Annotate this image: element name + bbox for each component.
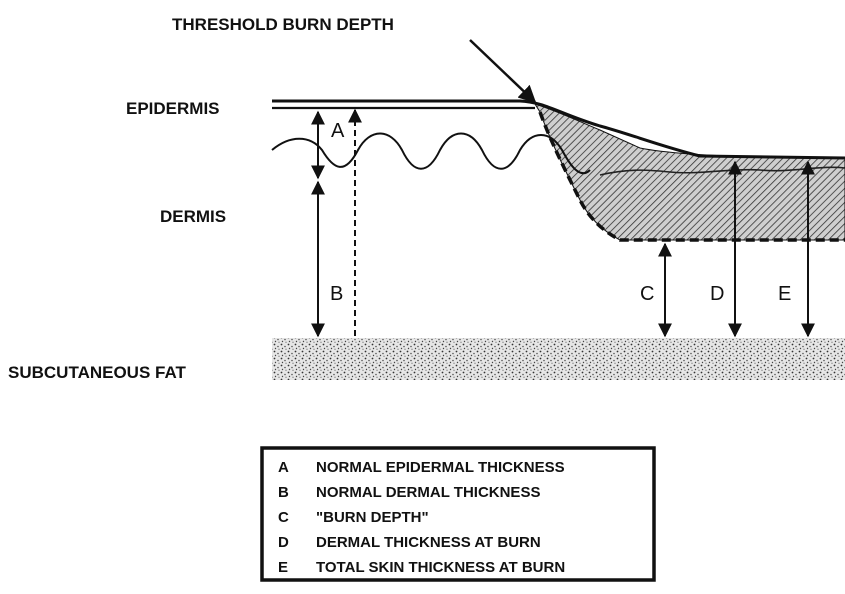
legend-key-e: E bbox=[278, 559, 288, 576]
legend-desc-d: DERMAL THICKNESS AT BURN bbox=[316, 534, 541, 551]
measure-c-letter: C bbox=[640, 283, 654, 305]
measure-d-letter: D bbox=[710, 283, 724, 305]
threshold-label: THRESHOLD BURN DEPTH bbox=[172, 15, 394, 34]
epidermis-label: EPIDERMIS bbox=[126, 99, 220, 118]
measure-e-letter: E bbox=[778, 283, 791, 305]
threshold-pointer-arrow bbox=[470, 40, 535, 102]
legend-key-b: B bbox=[278, 484, 289, 501]
legend: A NORMAL EPIDERMAL THICKNESS B NORMAL DE… bbox=[262, 448, 654, 580]
legend-key-c: C bbox=[278, 509, 289, 526]
legend-key-a: A bbox=[278, 459, 289, 476]
legend-desc-a: NORMAL EPIDERMAL THICKNESS bbox=[316, 459, 565, 476]
legend-desc-c: "BURN DEPTH" bbox=[316, 509, 429, 526]
measure-b-letter: B bbox=[330, 283, 343, 305]
legend-key-d: D bbox=[278, 534, 289, 551]
legend-desc-b: NORMAL DERMAL THICKNESS bbox=[316, 484, 540, 501]
subcutaneous-fat-band bbox=[272, 338, 845, 380]
dermal-wave bbox=[272, 134, 590, 174]
dermis-label: DERMIS bbox=[160, 207, 226, 226]
measure-a-letter: A bbox=[331, 120, 345, 142]
subcutaneous-label: SUBCUTANEOUS FAT bbox=[8, 363, 186, 382]
legend-desc-e: TOTAL SKIN THICKNESS AT BURN bbox=[316, 559, 565, 576]
